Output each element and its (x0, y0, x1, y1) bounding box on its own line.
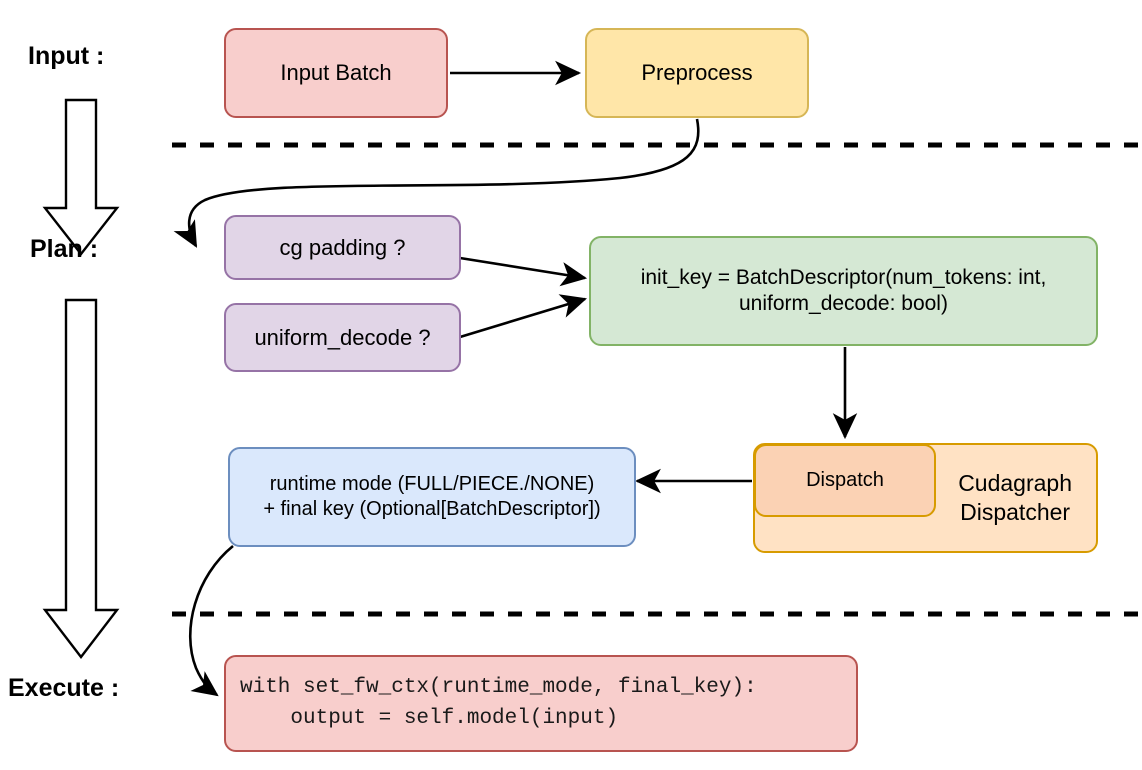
node-init-key-label: init_key = BatchDescriptor(num_tokens: i… (640, 265, 1047, 315)
node-input-batch-label: Input Batch (280, 60, 392, 86)
node-runtime-mode-label: runtime mode (FULL/PIECE./NONE) + final … (263, 473, 601, 520)
node-dispatch[interactable]: Dispatch (754, 444, 936, 517)
node-cg-padding-label: cg padding ? (279, 234, 406, 260)
node-uniform-decode[interactable]: uniform_decode ? (224, 303, 461, 372)
node-uniform-decode-label: uniform_decode ? (254, 324, 431, 350)
plan-to-execute-arrow (42, 298, 120, 659)
edge-uniform-decode-to-init-key (459, 294, 587, 339)
edge-cg-padding-to-init-key (459, 256, 588, 287)
stage-label-execute: Execute : (8, 674, 120, 702)
node-cg-padding[interactable]: cg padding ? (224, 215, 461, 280)
node-runtime-mode[interactable]: runtime mode (FULL/PIECE./NONE) + final … (228, 447, 636, 547)
node-cudagraph-dispatcher-label: Cudagraph Dispatcher (958, 470, 1072, 525)
node-dispatch-label: Dispatch (806, 469, 884, 491)
stage-label-input: Input : (28, 42, 105, 70)
node-execute-code-label: with set_fw_ctx(runtime_mode, final_key)… (240, 676, 757, 730)
node-preprocess[interactable]: Preprocess (585, 28, 809, 118)
node-preprocess-label: Preprocess (641, 60, 753, 86)
stage-label-plan: Plan : (30, 235, 99, 263)
node-execute-code[interactable]: with set_fw_ctx(runtime_mode, final_key)… (224, 655, 858, 752)
node-input-batch[interactable]: Input Batch (224, 28, 448, 118)
node-init-key[interactable]: init_key = BatchDescriptor(num_tokens: i… (589, 236, 1098, 346)
input-to-plan-arrow (42, 98, 120, 256)
